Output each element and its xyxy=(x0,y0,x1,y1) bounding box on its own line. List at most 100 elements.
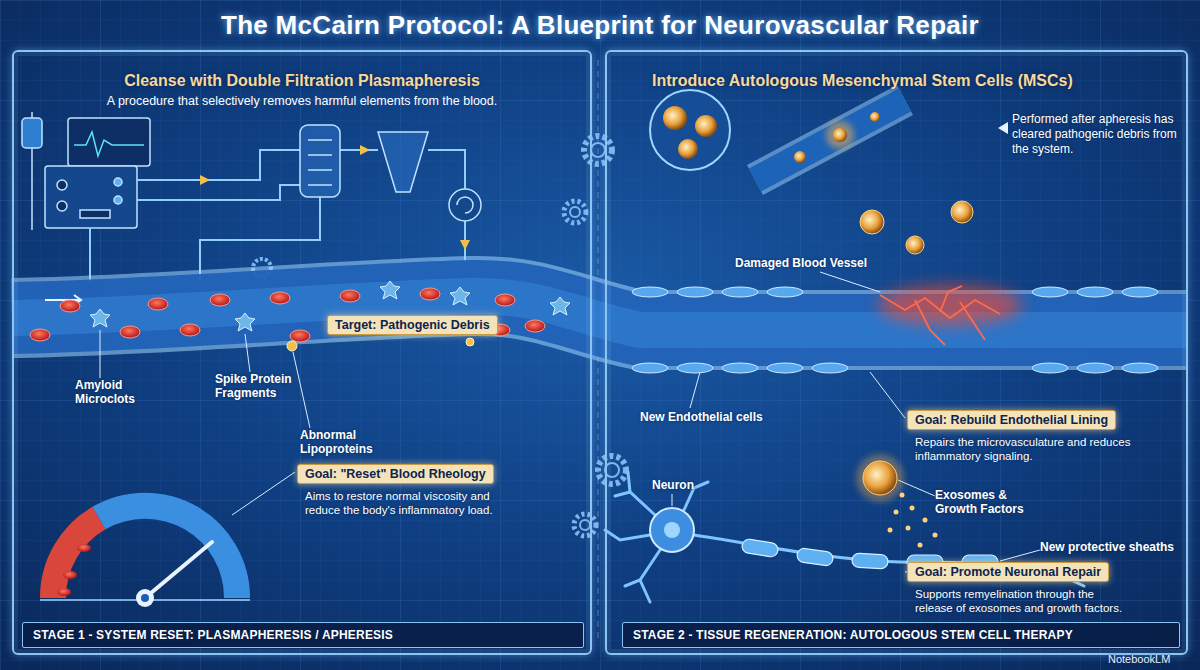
lipoprotein xyxy=(287,338,474,351)
leader-line xyxy=(100,272,1040,572)
apheresis-machine xyxy=(80,210,110,218)
gear-symbol xyxy=(570,207,580,217)
leader-line xyxy=(690,372,700,408)
filtration-tubing xyxy=(137,185,300,200)
stem-cell xyxy=(860,201,973,254)
note-text: Performed after apheresis has cleared pa… xyxy=(1012,112,1182,157)
neuron-symbol xyxy=(640,580,650,602)
viscosity-gauge xyxy=(77,544,91,552)
filter-column xyxy=(308,184,332,186)
filter-column xyxy=(308,154,332,156)
filter-column xyxy=(300,125,481,221)
goal-box: Goal: "Reset" Blood RheologyAims to rest… xyxy=(297,464,525,517)
endothelial-cell xyxy=(1032,287,1068,297)
watermark: NotebookLM xyxy=(1108,652,1170,666)
flow-arrow xyxy=(360,145,370,155)
exosome-cell xyxy=(933,533,938,538)
panel-heading: Introduce Autologous Mesenchymal Stem Ce… xyxy=(652,72,1073,90)
part-label: New protective sheaths xyxy=(1040,540,1174,554)
red-blood-cell xyxy=(120,326,140,338)
goal-text: Supports remyelination through the relea… xyxy=(907,587,1129,615)
red-blood-cell xyxy=(180,324,200,336)
gear-symbol xyxy=(564,201,586,223)
exosome-cell xyxy=(888,528,893,533)
stage-panel: Cleanse with Double Filtration Plasmaphe… xyxy=(12,50,592,655)
myelin-sheath xyxy=(852,553,889,569)
filtration-tubing xyxy=(89,228,91,282)
apheresis-machine xyxy=(68,118,150,166)
neuron-symbol xyxy=(625,550,660,586)
endothelial-cell xyxy=(1077,287,1113,297)
red-blood-cell xyxy=(495,294,515,306)
callout-pointer xyxy=(998,122,1008,134)
amyloid-microclot xyxy=(90,309,110,327)
neuron-symbol xyxy=(605,472,1084,602)
leader-line xyxy=(870,372,905,418)
filtration-tubing xyxy=(137,150,300,180)
exosome-cell xyxy=(923,518,928,523)
callout-text: Target: Pathogenic Debris xyxy=(327,315,498,335)
diagram-title: The McCairn Protocol: A Blueprint for Ne… xyxy=(0,10,1200,41)
stem-cell-culture xyxy=(663,106,687,130)
myelin-sheath xyxy=(741,538,779,557)
goal-text: Aims to restore normal viscosity and red… xyxy=(297,489,525,517)
vessel-damage xyxy=(915,300,945,345)
filter-column xyxy=(449,189,481,221)
part-label: Amyloid Microclots xyxy=(75,378,147,406)
apheresis-machine xyxy=(114,178,122,186)
viscosity-gauge xyxy=(99,506,237,598)
neuron-symbol xyxy=(605,472,1084,602)
viscosity-gauge xyxy=(53,518,99,598)
viscosity-gauge xyxy=(141,594,149,602)
goal-text: Repairs the microvasculature and reduces… xyxy=(907,435,1135,463)
goal-box: Goal: Promote Neuronal RepairSupports re… xyxy=(907,562,1129,615)
amyloid-microclot xyxy=(235,313,255,331)
red-blood-cell xyxy=(420,288,440,300)
stem-cell-culture xyxy=(650,90,730,170)
filter-column xyxy=(308,169,332,171)
red-blood-cell xyxy=(30,288,545,342)
panel-text: A procedure that selectively removes har… xyxy=(14,94,590,108)
endothelial-cell xyxy=(632,287,1158,373)
exosome-cell xyxy=(900,493,905,498)
vessel-damage xyxy=(878,285,1022,325)
endothelial-cell xyxy=(1122,287,1158,297)
red-blood-cell xyxy=(525,320,545,332)
endothelial-cell xyxy=(812,363,848,373)
endothelial-cell xyxy=(722,287,758,297)
filter-column xyxy=(457,197,473,213)
stem-cell xyxy=(860,210,884,234)
endothelial-cell xyxy=(632,287,668,297)
endothelial-cell xyxy=(722,363,758,373)
lipoprotein xyxy=(466,338,474,346)
part-label: Abnormal Lipoproteins xyxy=(300,428,385,456)
lipoprotein xyxy=(287,341,297,351)
endothelial-cell xyxy=(767,363,803,373)
infusion-vessel xyxy=(794,151,806,163)
filtration-tubing xyxy=(428,150,465,189)
apheresis-machine xyxy=(57,180,67,190)
stem-cell-culture xyxy=(678,139,698,159)
vessel-damage xyxy=(960,302,985,340)
gear-symbol xyxy=(574,514,596,536)
endothelial-cell xyxy=(632,363,668,373)
infusion-vessel xyxy=(833,128,847,142)
exosome-cell xyxy=(856,454,904,502)
neuron-symbol xyxy=(628,472,630,492)
amyloid-microclot xyxy=(380,281,400,299)
infusion-vessel xyxy=(755,100,905,180)
red-blood-cell xyxy=(270,292,290,304)
filtration-tubing xyxy=(340,149,378,151)
apheresis-machine xyxy=(114,196,122,204)
red-blood-cell xyxy=(210,294,230,306)
infusion-vessel xyxy=(755,100,905,180)
leader-line xyxy=(672,494,673,506)
exosome-cell xyxy=(906,526,911,531)
stem-cell-culture xyxy=(650,90,730,170)
exosome-cell xyxy=(918,543,923,548)
gear-symbol xyxy=(580,520,590,530)
